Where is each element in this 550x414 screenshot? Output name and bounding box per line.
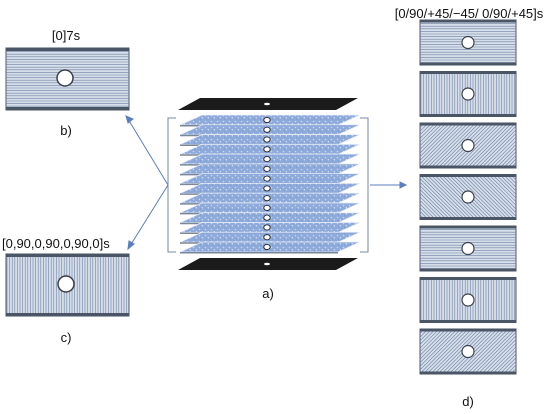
stack-layer-hole [263, 136, 271, 143]
stack-layer-hole [263, 224, 271, 231]
stack-layer [179, 241, 361, 254]
stack-layer-hole [263, 234, 271, 241]
stack-layer-hole [263, 116, 271, 124]
panel-c-hatch [6, 254, 127, 316]
stack-layer-hole [263, 165, 271, 172]
panel-b-laminate [5, 47, 130, 111]
ply-view [419, 19, 517, 66]
ply-view [419, 71, 517, 117]
ply-view-hole [461, 190, 475, 204]
stack-layers [179, 114, 361, 254]
panel-c-hole [57, 275, 75, 293]
left-bracket [167, 117, 176, 253]
arrow-to-c-head [127, 240, 135, 251]
stack-layer-hole [263, 214, 271, 221]
panel-b-caption: b) [60, 123, 72, 138]
arrow-to-c [129, 184, 169, 247]
ply-view [419, 174, 517, 220]
ply-view-hatch [420, 123, 516, 168]
ply-view-hole [461, 344, 475, 359]
arrows [125, 115, 408, 251]
stack-layer-hole [263, 185, 271, 192]
ply-view-hole [461, 241, 475, 256]
panel-c-title: [0,90,0,90,0,90,0]s [2, 236, 110, 251]
right-bracket [360, 117, 369, 253]
panel-a-exploded-stack [167, 98, 369, 270]
stack-layer-hole [263, 204, 271, 211]
arrow-to-b-head [125, 115, 134, 124]
ply-view-hatch [420, 174, 516, 220]
panel-a-caption: a) [262, 286, 274, 301]
ply-view [419, 277, 517, 323]
ply-view-hole [461, 87, 475, 101]
ply-view-hole [461, 138, 475, 153]
panel-d-ply-views [419, 19, 517, 375]
ply-view [419, 122, 517, 169]
arrow-to-b [127, 118, 169, 186]
stack-layer-hole [263, 156, 271, 163]
ply-view-hatch [420, 71, 515, 117]
panel-c-ply-lines [6, 254, 127, 316]
ply-view-hole [461, 35, 475, 50]
panel-c-laminate [5, 253, 130, 317]
stack-layer-hole [263, 195, 271, 202]
panel-d-caption: d) [462, 394, 474, 409]
bottom-plate-hole [264, 262, 270, 266]
panel-b-hole [56, 69, 74, 87]
stack-layer-hole [263, 126, 271, 133]
ply-view [419, 328, 517, 375]
ply-view-hole [461, 293, 475, 307]
arrow-to-d-head [399, 181, 408, 189]
ply-view [419, 225, 517, 272]
stack-layer-hole [263, 146, 271, 153]
panel-b-title: [0]7s [51, 28, 81, 43]
stack-layer-hole [263, 243, 271, 251]
top-plate-hole [264, 102, 270, 106]
panel-c-caption: c) [60, 330, 72, 345]
stack-layer-hole [263, 175, 271, 182]
panel-d-title: [0/90/+45/−45/ 0/90/+45]s [394, 6, 544, 21]
